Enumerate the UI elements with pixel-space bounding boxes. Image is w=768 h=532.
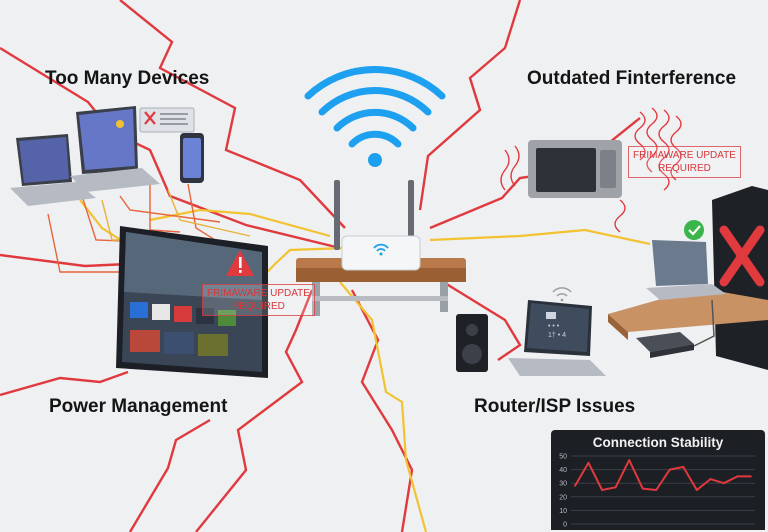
firmware-warning-microwave: FRIMAWARE UPDATE REQUIRED [628,146,741,178]
notification-card [139,107,195,133]
desk [608,288,768,340]
stability-point [587,461,590,464]
warning-triangle-icon [226,250,254,276]
y-tick-label: 10 [559,508,567,515]
laptop-device-1 [10,134,96,206]
cable [693,299,715,347]
laptop-screen-line-1: • • • [548,323,560,330]
y-tick-label: 50 [559,454,567,461]
wifi-signal-icon [304,66,446,167]
laptop-device-2 [70,106,160,192]
stability-point [641,487,644,490]
laptop-device-4 [508,287,606,376]
stability-point [668,468,671,471]
laptop-screen-text: • • • 1† • 4 [548,322,566,340]
stability-point [723,482,725,485]
heading-too-many-devices: Too Many Devices [45,68,210,89]
connection-stability-panel: Connection Stability 50 40 30 20 10 0 [551,430,765,530]
laptop-screen-line-2: 1† • 4 [548,332,567,339]
warning-line-1: FRIMAWARE UPDATE [207,288,310,299]
tv-tiles [130,302,236,356]
wifi-small-icon [552,287,572,302]
laptop-device-3 [646,240,726,300]
stability-series-line [574,459,751,491]
stability-point [695,489,698,491]
stability-point [614,486,617,489]
chart-title: Connection Stability [592,435,724,450]
stability-point [574,485,576,487]
hub-box [636,332,694,358]
y-tick-label: 20 [559,494,567,501]
heading-outdated-interference: Outdated Finterference [527,68,737,89]
notification-lines [160,113,188,125]
stability-point [682,466,685,468]
stability-point [750,475,752,478]
y-tick-label: 0 [563,522,567,529]
stability-point [628,459,631,461]
stability-chart: 50 40 30 20 10 0 [559,454,755,529]
heading-router-isp-issues: Router/ISP Issues [474,396,636,417]
smart-tv [116,226,268,378]
y-tick-label: 30 [559,481,567,488]
checkmark-icon [684,220,704,240]
y-tick-label: 40 [559,467,567,474]
warning-line-2: REQUIRED [658,163,711,174]
warning-line-2: REQUIRED [232,301,285,312]
microwave-waves [500,107,682,233]
phone-device [180,133,204,183]
stability-point [736,475,739,478]
speaker [456,314,488,372]
router [334,180,421,271]
router-table [296,258,466,316]
error-x-icon [719,225,765,287]
stability-point [655,489,658,491]
warning-line-1: FRIMAWARE UPDATE [633,150,736,161]
blocked-wall [712,186,768,370]
error-x-icon [144,111,156,125]
router-wifi-icon [373,243,389,256]
firmware-warning-tv: FRIMAWARE UPDATE REQUIRED [202,284,315,316]
heading-power-management: Power Management [49,396,228,417]
stability-point [709,478,712,480]
stability-point [601,489,603,491]
microwave [528,140,622,198]
